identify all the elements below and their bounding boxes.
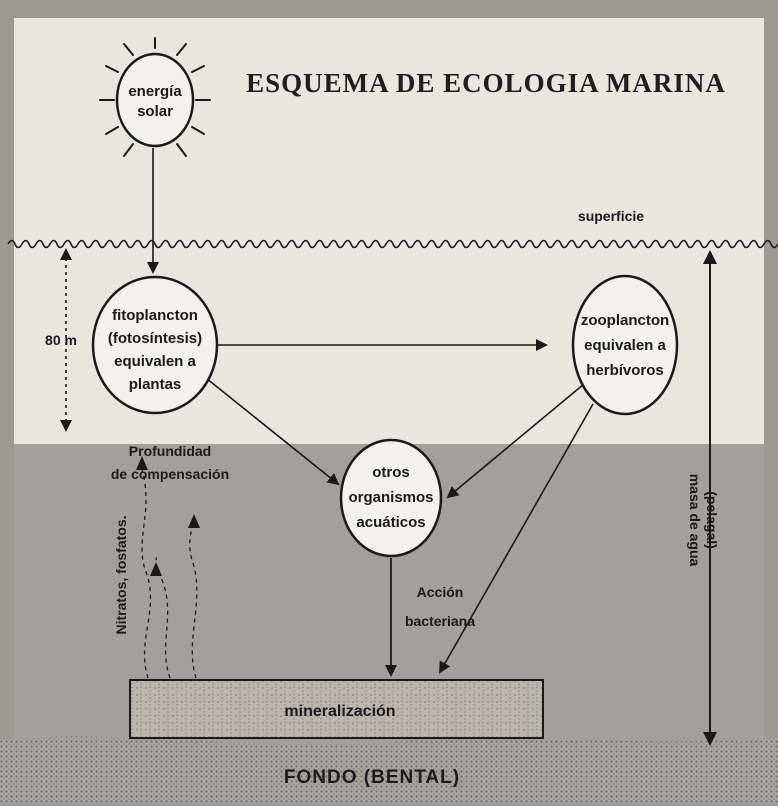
organisms-line2: organismos — [348, 489, 433, 506]
sun-icon — [99, 37, 211, 157]
mineralization-label: mineralización — [284, 703, 395, 720]
arrow-zoo-to-mineralization — [439, 403, 594, 674]
zoo-line2: equivalen a — [584, 337, 666, 354]
floor-label: FONDO (BENTAL) — [284, 767, 460, 788]
sea-floor — [0, 736, 778, 806]
phyto-line2: (fotosíntesis) — [108, 330, 202, 347]
phytoplankton-node — [91, 275, 219, 415]
arrow-zoo-to-organisms — [446, 383, 585, 499]
surface-wave — [7, 239, 778, 249]
sun-label-line2: solar — [137, 103, 173, 120]
water-mass-arrow-up — [703, 250, 717, 264]
compensation-label-line2: de compensación — [111, 466, 229, 482]
water-mass-label-line2: (pelagal) — [704, 491, 720, 549]
depth-label: 80 m — [45, 332, 77, 348]
nutrients-label: Nitratos, fosfatos. — [113, 515, 129, 634]
diagram-title: ESQUEMA DE ECOLOGIA MARINA — [246, 68, 726, 98]
zooplankton-node — [571, 274, 679, 416]
nutrient-arrow-head-3 — [188, 514, 200, 528]
surface-label: superficie — [578, 208, 644, 224]
phyto-line3: equivalen a — [114, 353, 196, 370]
water-mass-label-line1: masa de agua — [687, 474, 703, 567]
nutrient-flow-arrows — [141, 469, 198, 679]
organisms-line1: otros — [372, 464, 410, 481]
bacterial-label-line2: bacteriana — [405, 613, 475, 629]
organisms-line3: acuáticos — [356, 514, 425, 531]
depth-arrow-down — [60, 420, 72, 432]
sun-label-line1: energía — [128, 83, 182, 100]
depth-arrow-up — [60, 248, 72, 260]
mineralization-box — [129, 679, 544, 739]
phyto-line4: plantas — [129, 376, 182, 393]
compensation-label-line1: Profundidad — [129, 443, 211, 459]
nutrient-arrow-head-1 — [136, 456, 148, 470]
phyto-line1: fitoplancton — [112, 307, 198, 324]
nutrient-arrow-head-2 — [150, 562, 162, 576]
bacterial-label-line1: Acción — [417, 584, 464, 600]
zoo-line1: zooplancton — [581, 312, 669, 329]
zoo-line3: herbívoros — [586, 362, 664, 379]
arrow-phyto-to-organisms — [205, 377, 340, 486]
water-mass-arrow-down — [703, 732, 717, 746]
other-organisms-node — [339, 438, 443, 558]
